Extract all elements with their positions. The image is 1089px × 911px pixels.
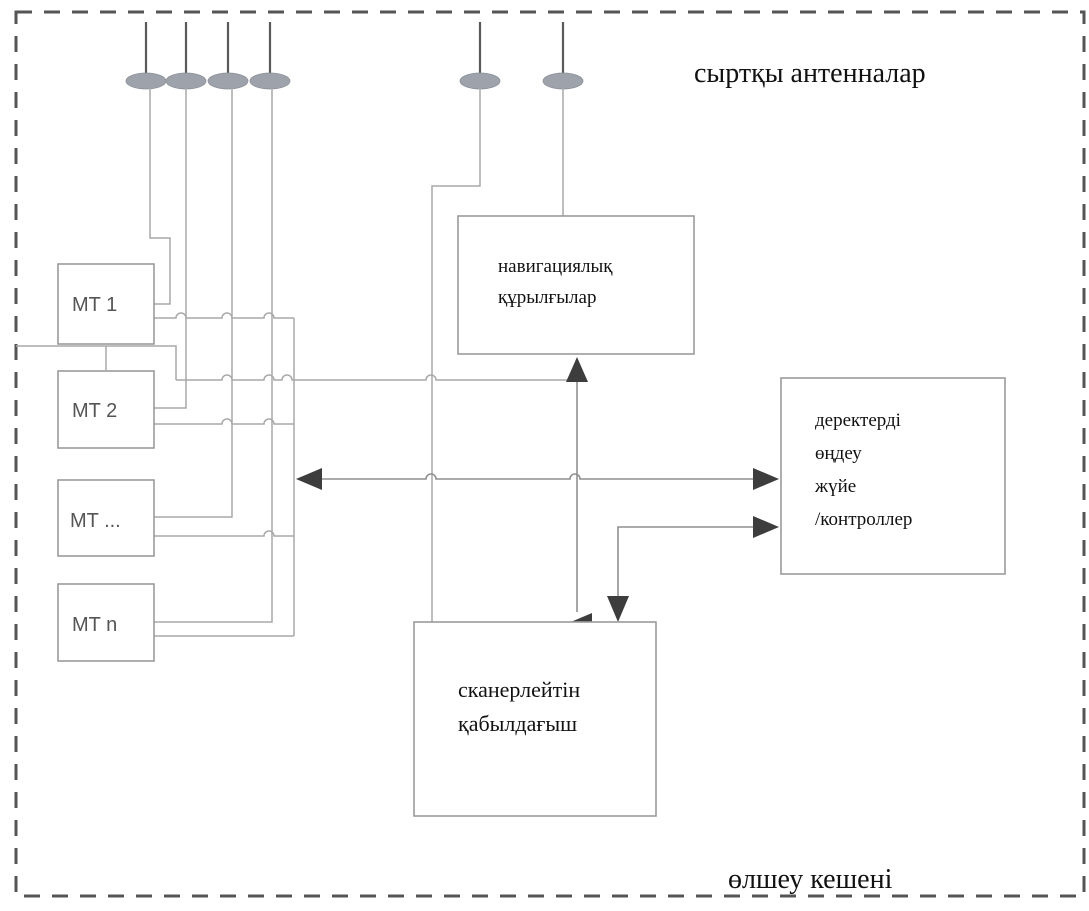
arrow-up-navigation [566, 357, 588, 382]
mt2-output [154, 418, 294, 425]
mt-more-label: MT ... [70, 510, 121, 532]
mt2-label: MT 2 [72, 400, 117, 422]
navigation-devices: навигациялық құрылғылар [457, 215, 695, 355]
feed-wire-mt1 [149, 88, 171, 305]
measurement-complex-label: өлшеу кешені [728, 864, 893, 895]
mt-more-output [154, 530, 294, 537]
navigation-feed [176, 374, 570, 381]
antenna-base [125, 72, 167, 90]
external-antennas-label: сыртқы антенналар [694, 58, 926, 89]
data-bus [296, 357, 779, 635]
scanning-receiver: сканерлейтін қабылдағыш [413, 621, 657, 817]
mt1-output [154, 312, 294, 319]
navigation-label-line2: құрылғылар [498, 287, 596, 308]
feed-wire-mt2 [154, 88, 187, 409]
arrow-right-controller-lower [753, 516, 779, 538]
feed-wire-mt-more [154, 88, 233, 518]
arrow-right-controller [753, 468, 779, 490]
feed-wire-receiver [431, 88, 481, 622]
antenna-base [542, 72, 584, 90]
processing-label-line3: жүйе [814, 476, 856, 497]
processing-box [780, 377, 1006, 575]
antenna-group-aux [459, 22, 584, 90]
antenna-group-mt [125, 22, 291, 90]
processing-controller: деректерді өңдеу жүйе /контроллер [780, 377, 1006, 575]
complex-boundary [14, 10, 1086, 898]
feed-wire-mtn [154, 88, 273, 623]
external-input [16, 345, 177, 380]
receiver-label-line2: қабылдағыш [458, 711, 577, 736]
controller-receiver-link [617, 526, 760, 598]
mt1-box [57, 263, 155, 345]
mt-output-wires [16, 312, 570, 637]
processing-label-line2: өңдеу [815, 443, 862, 464]
antenna-feed-wires [149, 88, 564, 623]
navigation-box [457, 215, 695, 355]
mt-module-n: MT n [57, 583, 155, 662]
mt-more-box [57, 479, 155, 557]
antenna-base [459, 72, 501, 90]
receiver-box [413, 621, 657, 817]
receiver-label-line1: сканерлейтін [458, 677, 580, 702]
arrow-left-bus [296, 468, 322, 490]
mt-module-more: MT ... [57, 479, 155, 557]
mt-module-1: MT 1 [57, 263, 155, 345]
mt-module-2: MT 2 [57, 370, 155, 449]
processing-label-line4: /контроллер [815, 509, 912, 530]
horizontal-data-bus [316, 473, 760, 480]
mt1-label: MT 1 [72, 294, 117, 316]
antenna-base [249, 72, 291, 90]
antenna-base [165, 72, 207, 90]
processing-label-line1: деректерді [815, 410, 901, 431]
mtn-label: MT n [72, 614, 117, 636]
arrow-down-receiver [607, 596, 629, 622]
navigation-label-line1: навигациялық [498, 256, 613, 277]
mt2-box [57, 370, 155, 449]
antenna-base [207, 72, 249, 90]
mtn-box [57, 583, 155, 662]
